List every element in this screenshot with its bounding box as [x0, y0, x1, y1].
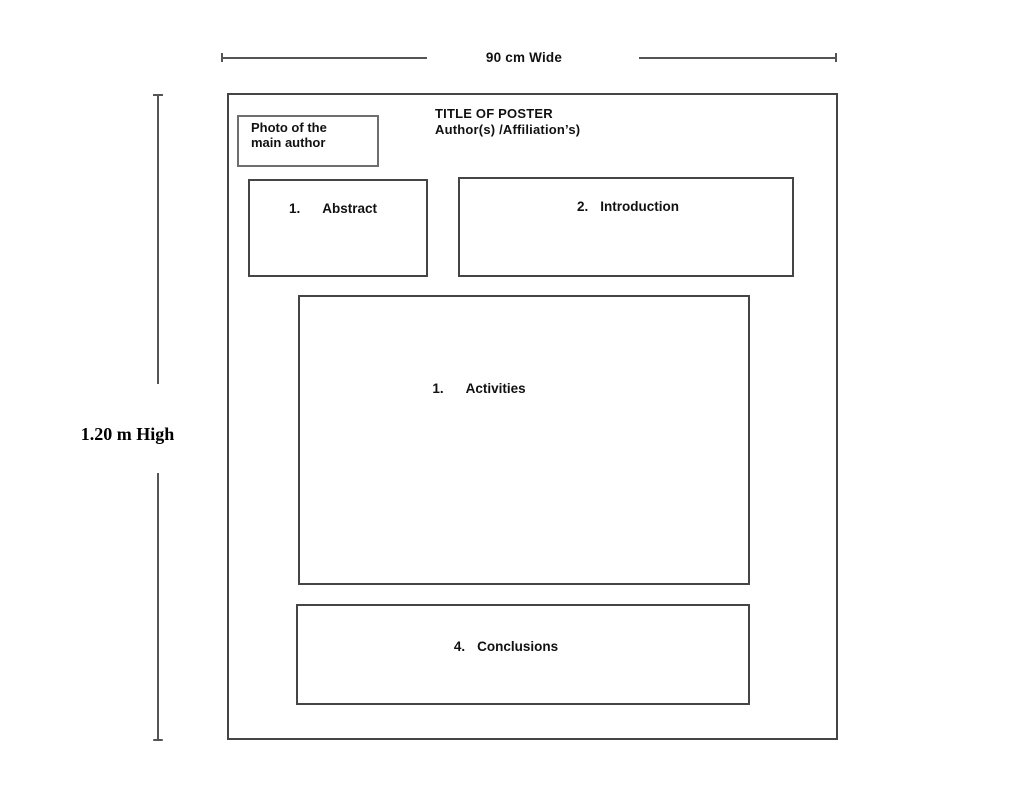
section-label-abstract: 1. Abstract — [245, 201, 421, 216]
width-dimension-line-left — [222, 57, 427, 59]
poster-header: TITLE OF POSTER Author(s) /Affiliation’s… — [435, 106, 580, 138]
section-title: Abstract — [322, 201, 378, 216]
poster-title: TITLE OF POSTER — [435, 106, 553, 121]
poster-outline: Photo of the main author TITLE OF POSTER… — [227, 93, 838, 740]
section-title: Activities — [465, 381, 526, 396]
section-label-activities: 1. Activities — [255, 381, 703, 396]
section-number: 1. — [432, 381, 444, 396]
height-dimension-line-upper — [157, 95, 159, 384]
width-dimension-line-right — [639, 57, 837, 59]
photo-box-label-line1: Photo of the — [251, 120, 327, 135]
section-number: 1. — [288, 201, 301, 216]
section-number: 4. — [453, 639, 466, 654]
section-title: Introduction — [600, 199, 679, 214]
height-dimension-label: 1.20 m High — [80, 424, 175, 444]
photo-box-label-line2: main author — [251, 134, 326, 150]
section-title: Conclusions — [477, 639, 559, 654]
section-box-abstract: 1. Abstract — [248, 179, 428, 277]
photo-box: Photo of the main author — [237, 115, 379, 167]
section-number: 2. — [577, 199, 589, 214]
section-box-introduction: 2. Introduction — [458, 177, 794, 277]
width-dimension-tick-right — [835, 53, 837, 62]
height-dimension-tick-bottom — [153, 739, 163, 741]
height-dimension-line-lower — [157, 473, 159, 741]
width-dimension-label: 90 cm Wide — [485, 50, 563, 65]
section-label-conclusions: 4. Conclusions — [281, 639, 731, 654]
section-box-activities: 1. Activities — [298, 295, 750, 585]
width-dimension-tick-left — [221, 53, 223, 62]
section-box-conclusions: 4. Conclusions — [296, 604, 750, 705]
poster-authors: Author(s) /Affiliation’s) — [435, 122, 581, 137]
section-label-introduction: 2. Introduction — [462, 199, 794, 214]
